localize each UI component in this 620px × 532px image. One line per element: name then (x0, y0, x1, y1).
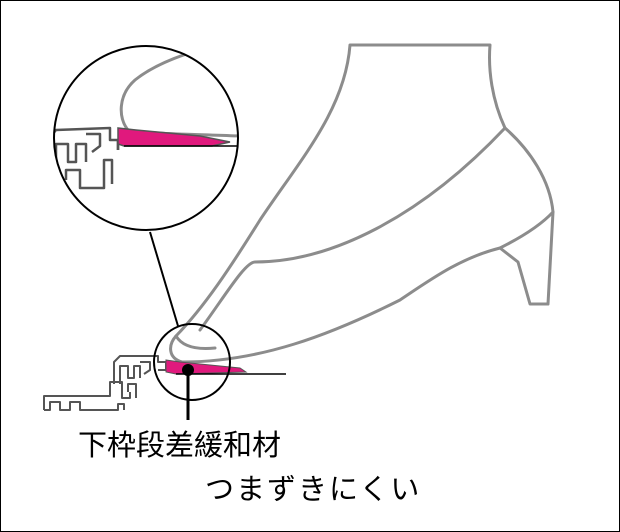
shoe-vamp-line (198, 126, 507, 332)
shoe-heel-line (498, 210, 555, 250)
shoe-foot-illustration (169, 43, 555, 364)
callout-circle-border (53, 45, 239, 231)
magnified-callout (53, 45, 239, 231)
zoom-source-circle (153, 323, 231, 401)
ramp-material-magnified (117, 127, 231, 147)
leg-outline (169, 43, 555, 364)
callout-leader-line (149, 231, 179, 327)
shoe-toe-line (174, 334, 217, 350)
material-name-label: 下枠段差緩和材 (78, 428, 282, 462)
sill-profile (43, 355, 176, 411)
benefit-label: つまずきにくい (205, 472, 422, 506)
